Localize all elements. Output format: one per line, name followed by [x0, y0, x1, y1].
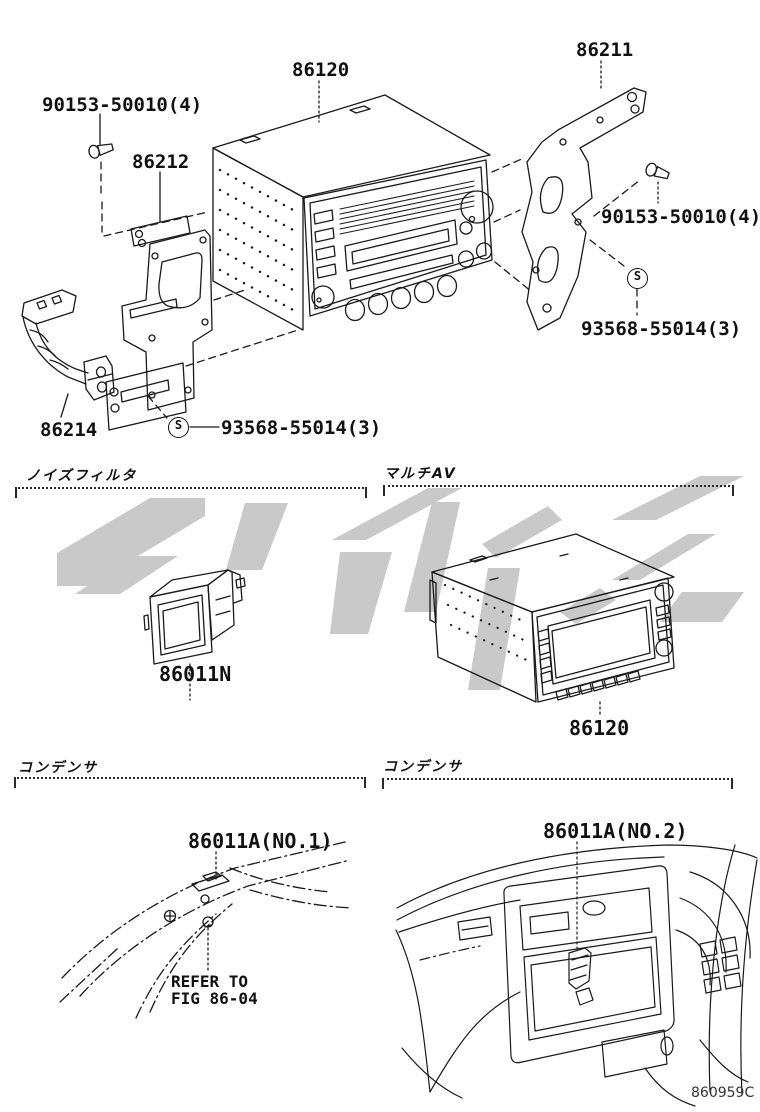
volume-knob — [460, 190, 494, 224]
heading-noise-filter: ノイズフィルタ — [26, 468, 138, 484]
label-condenser-no2: 86011A(NO.2) — [543, 819, 688, 843]
label-bracket-86211: 86211 — [576, 39, 634, 61]
top-assembly-art — [21, 60, 670, 431]
bracket-rule-noise-filter — [15, 487, 367, 499]
label-screw-s-left: 93568-55014(3) — [221, 417, 382, 439]
refer-note-line1: REFER TO — [171, 972, 249, 991]
condenser-left-art — [59, 841, 353, 1019]
label-noise-filter: 86011N — [159, 662, 232, 686]
refer-note-line2: FIG 86-04 — [171, 989, 258, 1008]
s-symbol-left: S — [168, 417, 189, 438]
watermark-logo — [57, 476, 744, 690]
bracket-86214-art — [21, 289, 220, 428]
heading-condenser-left: コンデンサ — [18, 760, 98, 776]
heading-condenser-right: コンデンサ — [383, 759, 463, 775]
label-bracket-86214: 86214 — [40, 419, 98, 441]
bracket-rule-condenser-left — [14, 777, 366, 789]
label-screw-top-right: 90153-50010(4) — [601, 206, 760, 228]
label-condenser-no1: 86011A(NO.1) — [188, 829, 333, 853]
screw-left-art — [88, 113, 209, 237]
bracket-rule-condenser-right — [382, 778, 733, 790]
bracket-rule-multi-av — [383, 485, 734, 497]
label-bracket-86212: 86212 — [132, 151, 190, 173]
label-screw-s-right: 93568-55014(3) — [581, 318, 742, 340]
bracket-86211-art — [491, 60, 670, 331]
label-multi-av-86120: 86120 — [569, 716, 630, 740]
multi-av-art — [429, 533, 675, 715]
label-radio-86120: 86120 — [292, 59, 350, 81]
noise-filter-art — [143, 569, 246, 701]
heading-multi-av: マルチAV — [384, 466, 457, 482]
radio-unit-art — [212, 94, 494, 331]
s-symbol-right: S — [627, 268, 648, 289]
condenser-right-art — [395, 841, 758, 1107]
doc-code: 860959C — [691, 1085, 755, 1101]
label-screw-top-left: 90153-50010(4) — [42, 94, 203, 116]
bracket-86212-art — [105, 171, 299, 431]
